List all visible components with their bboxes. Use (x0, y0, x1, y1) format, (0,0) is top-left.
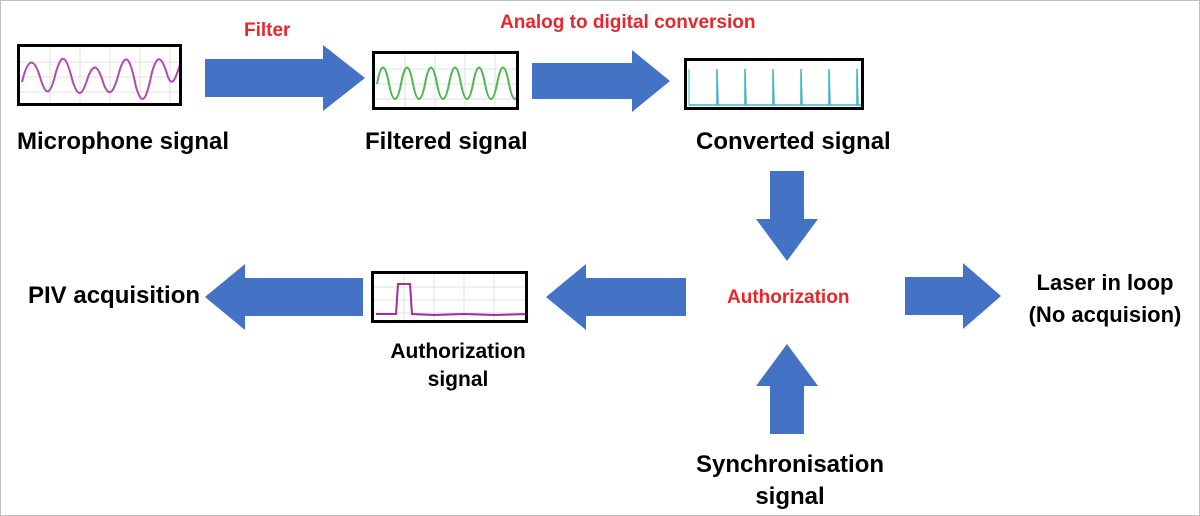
filtered-signal-scope (372, 51, 519, 110)
laser-line-1: Laser in loop (1036, 270, 1174, 295)
microphone-signal-label: Microphone signal (17, 128, 230, 155)
authorization-step-label: Authorization (727, 287, 850, 308)
filter-step-label: Filter (244, 20, 291, 41)
up-arrow (756, 344, 818, 434)
converted-waveform (689, 68, 861, 106)
synchronisation-signal-label: Synchronisation signal (690, 449, 890, 513)
laser-in-loop-label: Laser in loop (No acquision) (1020, 267, 1190, 331)
adc-arrow (532, 50, 670, 112)
synchronisation-signal-text: Synchronisation signal (695, 451, 885, 510)
filtered-waveform (376, 66, 516, 100)
converted-signal-scope (684, 58, 864, 110)
converted-signal-label: Converted signal (696, 128, 891, 155)
piv-acquisition-label: PIV acquisition (28, 282, 201, 309)
authorization-signal-text: Authorization signal (390, 340, 526, 391)
filtered-signal-label: Filtered signal (365, 128, 528, 155)
filter-arrow (205, 45, 365, 111)
laser-arrow (905, 263, 1001, 329)
authorization-signal-label: Authorization signal (373, 338, 543, 394)
authorization-left-arrow (546, 264, 686, 330)
microphone-signal-scope (17, 44, 182, 106)
piv-left-arrow (205, 264, 363, 330)
adc-step-label: Analog to digital conversion (500, 12, 756, 33)
authorization-waveform (376, 283, 525, 317)
microphone-waveform (21, 58, 179, 100)
authorization-signal-scope (371, 271, 528, 323)
down-arrow (756, 171, 818, 261)
laser-line-2: (No acquision) (1028, 302, 1182, 327)
